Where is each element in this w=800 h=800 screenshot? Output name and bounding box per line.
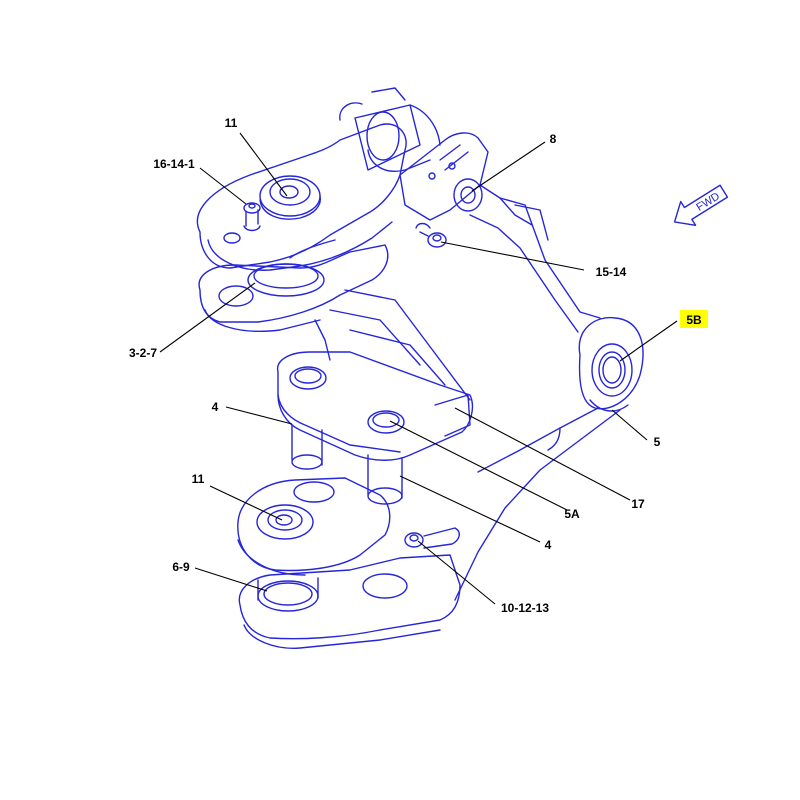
leader-17	[454, 407, 631, 501]
bushing-eye	[578, 316, 644, 412]
callout-10-12-13: 10-12-13	[501, 601, 549, 615]
callout-8: 8	[550, 132, 557, 146]
forward-arrow-icon	[673, 184, 729, 226]
fwd-arrow: FWD	[673, 184, 729, 226]
leader-8	[471, 141, 546, 192]
pins	[291, 424, 403, 505]
callout-4-lower: 4	[545, 538, 552, 552]
side-arm	[469, 184, 601, 333]
callout-5b-highlight	[680, 310, 708, 328]
leader-3-2-7	[159, 282, 256, 353]
callout-5: 5	[654, 435, 661, 449]
callout-11-top: 11	[225, 116, 238, 130]
callout-17: 17	[631, 497, 645, 511]
upper-pivot-shaft	[339, 87, 441, 172]
leader-5a	[389, 420, 568, 511]
spring-plates	[198, 244, 389, 332]
leader-16-14-1	[199, 167, 247, 205]
callout-4-upper: 4	[212, 400, 219, 414]
leader-11-lower	[209, 485, 283, 521]
callout-11-lower: 11	[192, 472, 205, 486]
middle-clamp-bar	[276, 351, 474, 461]
upper-bracket	[196, 123, 407, 271]
linkage-assembly	[196, 87, 644, 649]
callout-labels: 11 16-14-1 8 15-14 5B 3-2-7 5 4 17 11 5A…	[129, 116, 708, 615]
leader-5	[611, 409, 648, 441]
leader-lines	[159, 132, 678, 605]
leader-6-9	[194, 567, 268, 592]
leader-10-12-13	[417, 540, 496, 605]
leader-15-14	[440, 241, 585, 271]
callout-6-9: 6-9	[172, 560, 190, 574]
leader-4-upper	[225, 406, 293, 425]
clamp-bracket	[399, 132, 489, 248]
callout-15-14: 15-14	[596, 265, 627, 279]
base-plate	[238, 554, 461, 649]
center-link	[314, 289, 471, 401]
leader-5b	[619, 320, 678, 362]
lower-bracket	[237, 477, 460, 576]
callout-5a: 5A	[564, 507, 580, 521]
lower-arm	[454, 407, 621, 601]
callout-5b: 5B	[686, 313, 702, 327]
callout-3-2-7: 3-2-7	[129, 346, 157, 360]
leader-4-lower	[399, 475, 541, 543]
callout-16-14-1: 16-14-1	[153, 157, 195, 171]
leader-11-top	[239, 132, 288, 197]
fwd-label: FWD	[694, 190, 722, 213]
